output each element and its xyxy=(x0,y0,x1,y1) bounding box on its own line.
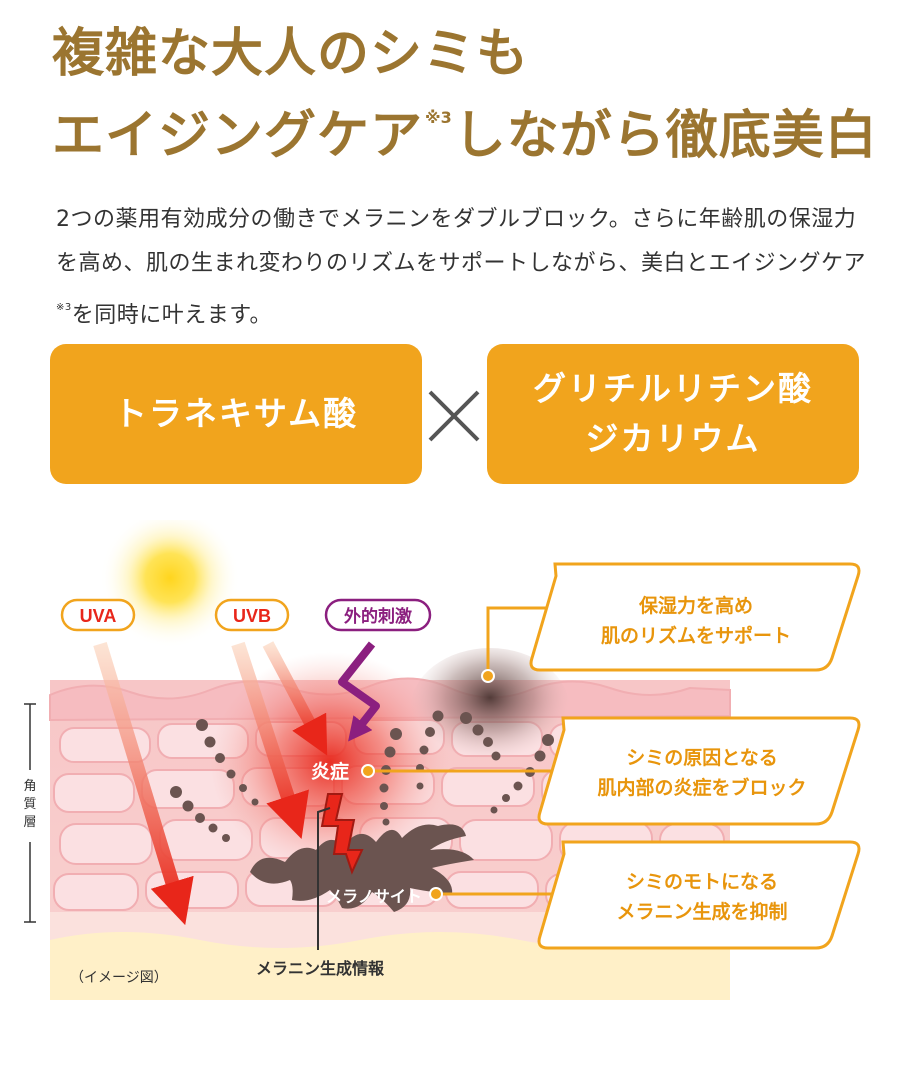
lead-paragraph: 2つの薬用有効成分の働きでメラニンをダブルブロック。さらに年齢肌の保湿力を高め、… xyxy=(56,198,866,338)
callout-box-3 xyxy=(537,840,861,950)
ingredient-dipotassium-glycyrrhizate: グリチルリチン酸 ジカリウム xyxy=(487,344,859,484)
uvb-tag xyxy=(214,598,290,632)
lead-text-2: を同時に叶えます。 xyxy=(71,303,273,328)
stratum-bracket xyxy=(24,703,36,923)
image-note: （イメージ図） xyxy=(70,970,168,986)
inflammation-label: 炎症 xyxy=(311,760,349,783)
callout-3-line-1: シミのモトになる xyxy=(626,871,778,893)
uvb-beam-1 xyxy=(231,641,309,840)
callout-2-line-1: シミの原因となる xyxy=(626,747,777,769)
cross-icon xyxy=(428,390,480,442)
melanin-info-label: メラニン生成情報 xyxy=(256,959,385,978)
skin-diagram: UVA UVB 外的刺激 炎症 メラノサイト メラニン生成情報 （イメージ図） … xyxy=(0,520,900,1066)
ingredient-a-label: トラネキサム酸 xyxy=(113,394,359,433)
uvb-beam-2 xyxy=(262,641,328,756)
external-stimulus-label: 外的刺激 xyxy=(344,606,412,627)
signal-bolt-icon xyxy=(320,793,364,875)
headline-footnote: ※3 xyxy=(425,108,452,127)
melanocyte-label: メラノサイト xyxy=(326,887,422,906)
external-stimulus-arrow xyxy=(338,641,380,742)
callout-box-1 xyxy=(529,562,861,672)
uva-label: UVA xyxy=(80,606,117,626)
melanocyte-cell xyxy=(250,824,474,912)
melanin-info-leader xyxy=(317,807,331,950)
headline-line-2-tail: しながら徹底美白 xyxy=(453,106,878,166)
uva-beam xyxy=(93,641,194,926)
callout-1-line-2: 肌のリズムをサポート xyxy=(601,624,791,647)
headline: 複雑な大人のシミも エイジングケア※3しながら徹底美白 xyxy=(52,22,878,168)
callout-2-line-2: 肌内部の炎症をブロック xyxy=(597,776,806,799)
headline-line-1: 複雑な大人のシミも xyxy=(52,24,530,84)
stratum-label-2: 質 xyxy=(23,797,36,812)
uva-tag xyxy=(60,598,136,632)
stratum-label-1: 角 xyxy=(23,779,36,794)
callout-dot-2 xyxy=(361,764,375,778)
ingredient-b-line-1: グリチルリチン酸 xyxy=(533,369,813,408)
stratum-label-3: 層 xyxy=(23,815,36,830)
callout-dot-1 xyxy=(481,669,495,683)
lead-footnote: ※3 xyxy=(56,302,72,313)
skin-diagram-svg: UVA UVB 外的刺激 炎症 メラノサイト メラニン生成情報 （イメージ図） … xyxy=(23,520,861,1000)
uvb-label: UVB xyxy=(233,606,271,626)
ingredient-tranexamic-acid: トラネキサム酸 xyxy=(50,344,422,484)
lead-text-1: 2つの薬用有効成分の働きでメラニンをダブルブロック。さらに年齢肌の保湿力を高め、… xyxy=(56,207,867,276)
callout-1-line-1: 保湿力を高め xyxy=(638,594,753,617)
ingredient-b-line-2: ジカリウム xyxy=(585,419,761,458)
headline-line-2-main: エイジングケア xyxy=(52,106,424,166)
callout-box-2 xyxy=(537,716,861,826)
dark-spot-glow xyxy=(410,648,570,772)
callout-3-line-2: メラニン生成を抑制 xyxy=(616,900,787,923)
callout-dot-3 xyxy=(429,887,443,901)
external-stimulus-tag xyxy=(324,598,432,632)
callout-connectors xyxy=(368,606,556,896)
headline-line-2: エイジングケア※3しながら徹底美白 xyxy=(52,86,878,168)
